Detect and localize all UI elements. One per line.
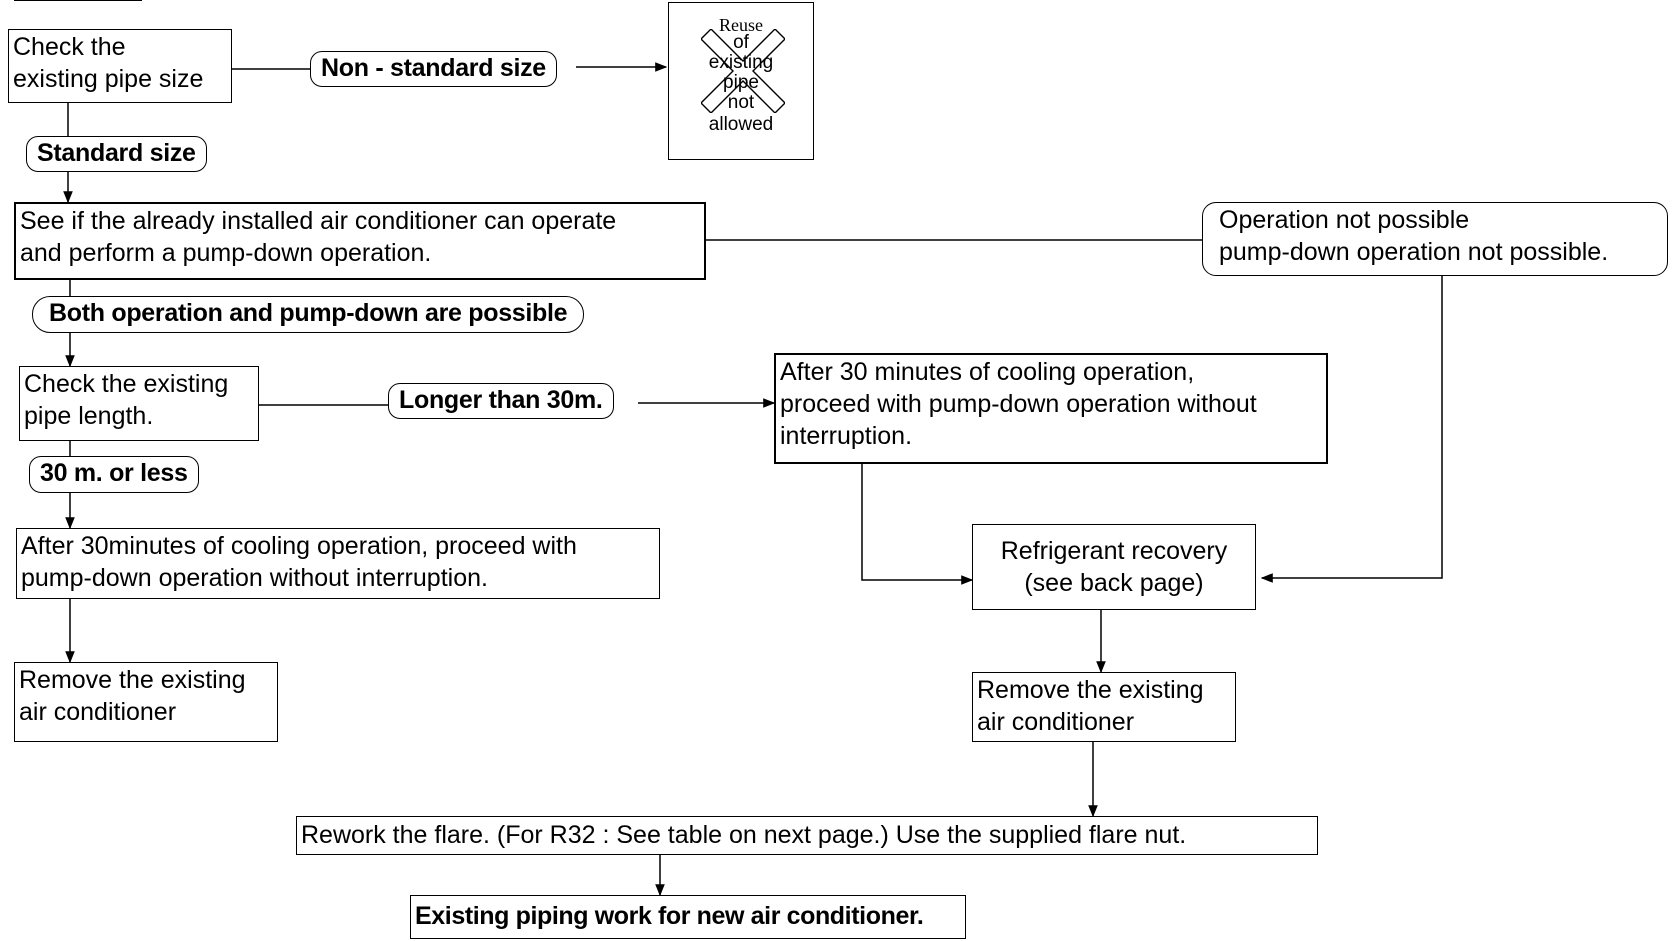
cooling-long-line-1: After 30 minutes of cooling operation, [780, 358, 1195, 386]
no-reuse-line-2: of [733, 32, 749, 53]
not-possible-line-1: Operation not possible [1219, 206, 1470, 234]
reuse-not-allowed-box: Reuse of existing pipe not allowed [668, 2, 814, 160]
longer-than-30m-condition: Longer than 30m. [388, 383, 614, 419]
cooling-pump-down-long-step: After 30 minutes of cooling operation, p… [774, 353, 1328, 464]
remove-existing-ac-left: Remove the existing air conditioner [14, 662, 278, 742]
cooling-short-line-2: pump-down operation without interruption… [21, 564, 488, 592]
operation-check-line-1: See if the already installed air conditi… [20, 207, 617, 235]
cooling-short-line-1: After 30minutes of cooling operation, pr… [21, 532, 577, 560]
remove-left-line-1: Remove the existing [19, 666, 246, 694]
no-reuse-line-5: not [727, 92, 755, 113]
existing-piping-work-final-step: Existing piping work for new air conditi… [410, 895, 966, 939]
check-length-line-2: pipe length. [24, 402, 154, 430]
cross-out-icon [701, 29, 785, 113]
non-standard-size-condition: Non - standard size [310, 51, 557, 87]
check-length-line-1: Check the existing [24, 370, 229, 398]
remove-right-line-2: air conditioner [977, 708, 1135, 736]
not-possible-line-2: pump-down operation not possible. [1219, 238, 1609, 266]
check-pipe-length-step: Check the existing pipe length. [19, 366, 259, 441]
cooling-long-line-2: proceed with pump-down operation without [780, 390, 1257, 418]
standard-size-condition: Standard size [26, 136, 207, 172]
cooling-long-line-3: interruption. [780, 422, 913, 450]
30m-or-less-condition: 30 m. or less [29, 456, 199, 493]
remove-right-line-1: Remove the existing [977, 676, 1204, 704]
operation-check-step: See if the already installed air conditi… [14, 202, 706, 280]
remove-existing-ac-right: Remove the existing air conditioner [972, 672, 1236, 742]
cooling-pump-down-short-step: After 30minutes of cooling operation, pr… [16, 528, 660, 599]
header-rule [14, 0, 142, 1]
remove-left-line-2: air conditioner [19, 698, 177, 726]
check-pipe-size-line-1: Check the [13, 33, 126, 61]
recovery-line-2: (see back page) [1024, 569, 1204, 597]
operation-check-line-2: and perform a pump-down operation. [20, 239, 432, 267]
no-reuse-line-6: allowed [708, 114, 774, 135]
check-pipe-size-line-2: existing pipe size [13, 65, 204, 93]
no-reuse-line-1: Reuse [719, 15, 763, 35]
refrigerant-recovery-step: Refrigerant recovery (see back page) [972, 524, 1256, 610]
both-possible-condition: Both operation and pump-down are possibl… [32, 296, 585, 333]
recovery-line-1: Refrigerant recovery [1000, 537, 1228, 565]
check-pipe-size-step: Check the existing pipe size [8, 29, 232, 103]
operation-not-possible-condition: Operation not possible pump-down operati… [1202, 202, 1668, 276]
rework-flare-step: Rework the flare. (For R32 : See table o… [296, 816, 1318, 855]
